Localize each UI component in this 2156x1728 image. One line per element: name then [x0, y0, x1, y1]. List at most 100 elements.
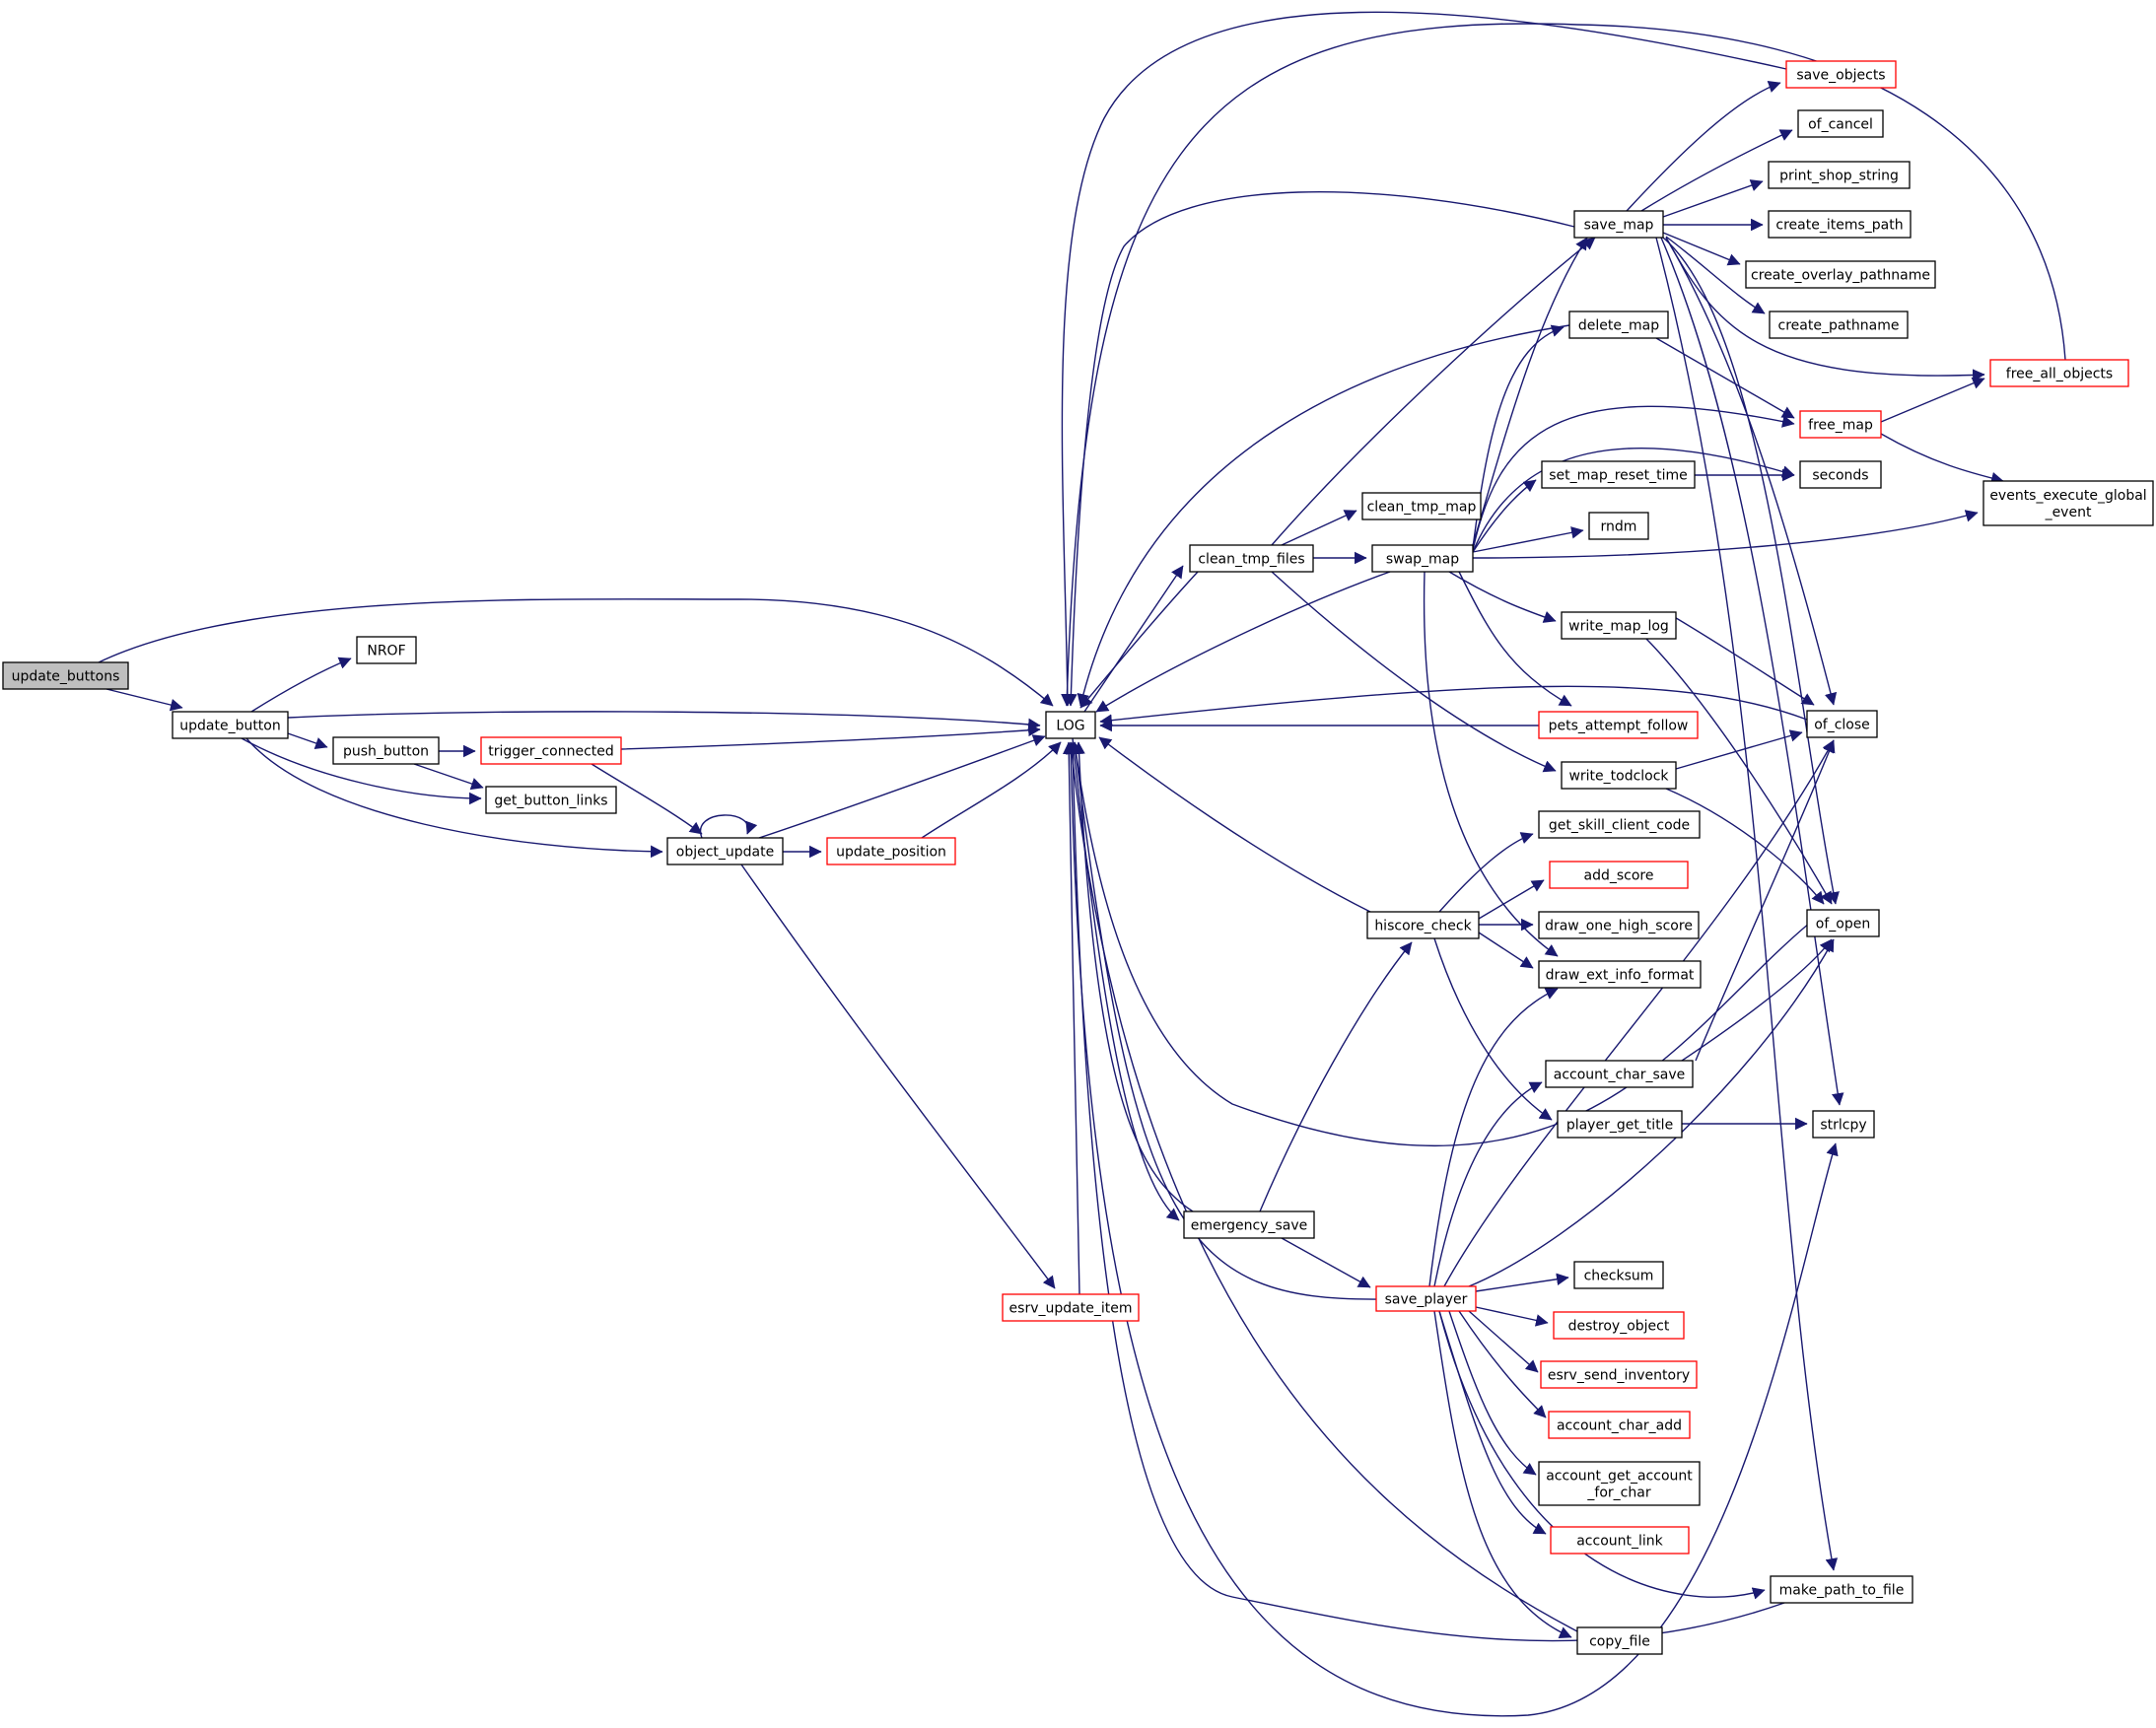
node-destroy-object[interactable]: destroy_object: [1553, 1311, 1685, 1340]
node-box: [1557, 1110, 1683, 1139]
node-label: update_buttons: [12, 669, 120, 685]
node-set-map-reset-time[interactable]: set_map_reset_time: [1541, 460, 1696, 489]
node-box: [1550, 1526, 1690, 1555]
node-save-player[interactable]: save_player: [1375, 1285, 1477, 1312]
edge-write_todclock-to-of_close: [1675, 729, 1803, 770]
node-of-close[interactable]: of_close: [1806, 710, 1878, 738]
node-hiscore-check[interactable]: hiscore_check: [1366, 911, 1480, 939]
node-create-overlay-pathname[interactable]: create_overlay_pathname: [1745, 260, 1936, 289]
edge-save_player-to-draw_ext_info_format: [1428, 988, 1559, 1287]
node-swap-map[interactable]: swap_map: [1371, 544, 1474, 573]
node-label: clean_tmp_files: [1198, 552, 1304, 568]
node-box: [1548, 1411, 1691, 1439]
node-label: account_get_account: [1546, 1469, 1693, 1485]
node-of-cancel[interactable]: of_cancel: [1797, 109, 1884, 138]
node-label: events_execute_global: [1989, 488, 2146, 504]
node-label: push_button: [343, 744, 429, 760]
node-box: [1568, 311, 1669, 339]
edge-swap_map-to-save_map: [1472, 237, 1588, 546]
node-draw-one-high-score[interactable]: draw_one_high_score: [1538, 911, 1700, 939]
edge-hiscore_check-to-get_skill_client_code: [1438, 832, 1534, 913]
node-create-items-path[interactable]: create_items_path: [1768, 210, 1912, 239]
node-strlcpy[interactable]: strlcpy: [1812, 1110, 1875, 1139]
edge-swap_map-to-free_map: [1472, 405, 1795, 551]
node-checksum[interactable]: checksum: [1573, 1261, 1664, 1289]
node-LOG[interactable]: LOG: [1045, 711, 1096, 739]
node-add-score[interactable]: add_score: [1549, 861, 1689, 889]
node-rndm[interactable]: rndm: [1588, 512, 1649, 540]
edge-account_char_save-to-of_open: [1675, 938, 1833, 1066]
node-write-todclock[interactable]: write_todclock: [1561, 761, 1677, 790]
edge-free_all_objects-to-LOG: [1061, 23, 2066, 707]
node-account-char-add[interactable]: account_char_add: [1548, 1411, 1691, 1439]
edge-clean_tmp_files-to-write_todclock: [1271, 571, 1557, 773]
edge-swap_map-to-seconds: [1472, 447, 1795, 553]
node-trigger-connected[interactable]: trigger_connected: [480, 736, 622, 765]
node-box: [1553, 1311, 1685, 1340]
node-label: seconds: [1812, 468, 1868, 484]
node-clean-tmp-map[interactable]: clean_tmp_map: [1361, 492, 1482, 520]
node-copy-file[interactable]: copy_file: [1576, 1626, 1663, 1655]
node-box: [666, 837, 784, 865]
node-events-execute-global-event[interactable]: events_execute_global_event: [1982, 480, 2154, 526]
edge-hiscore_check-to-add_score: [1478, 879, 1545, 920]
node-box: [1576, 1626, 1663, 1655]
node-delete-map[interactable]: delete_map: [1568, 311, 1669, 339]
node-write-map-log[interactable]: write_map_log: [1561, 611, 1677, 640]
node-box: [1538, 1461, 1701, 1506]
node-label: player_get_title: [1566, 1118, 1673, 1134]
node-object-update[interactable]: object_update: [666, 837, 784, 865]
node-box: [1002, 1293, 1140, 1322]
node-label: strlcpy: [1820, 1118, 1866, 1134]
node-print-shop-string[interactable]: print_shop_string: [1768, 161, 1911, 189]
node-get-skill-client-code[interactable]: get_skill_client_code: [1538, 810, 1701, 839]
edge-make_path_to_file-to-LOG: [1066, 741, 1785, 1642]
node-account-get-account-for-char[interactable]: account_get_account_for_char: [1538, 1461, 1701, 1506]
edge-save_player-to-account_char_save: [1433, 1081, 1543, 1287]
node-clean-tmp-files[interactable]: clean_tmp_files: [1189, 544, 1314, 573]
edge-swap_map-to-rndm: [1472, 526, 1584, 553]
edge-update_button-to-push_button: [287, 732, 328, 749]
edge-emergency_save-to-hiscore_check: [1259, 941, 1413, 1212]
edge-swap_map-to-write_map_log: [1448, 571, 1557, 623]
edge-hiscore_check-to-draw_ext_info_format: [1478, 932, 1534, 969]
node-label: create_overlay_pathname: [1751, 268, 1930, 284]
edge-save_player-to-copy_file: [1433, 1310, 1572, 1638]
edge-free_map-to-free_all_objects: [1880, 377, 1985, 423]
node-of-open[interactable]: of_open: [1806, 909, 1880, 937]
node-create-pathname[interactable]: create_pathname: [1769, 311, 1909, 339]
node-box: [1371, 544, 1474, 573]
node-label: save_player: [1385, 1292, 1468, 1308]
node-draw-ext-info-format[interactable]: draw_ext_info_format: [1538, 960, 1702, 989]
node-update-button[interactable]: update_button: [172, 711, 289, 739]
node-box: [1768, 161, 1911, 189]
node-free-map[interactable]: free_map: [1799, 410, 1882, 439]
node-label: get_button_links: [494, 794, 607, 809]
edge-save_map-to-create_pathname: [1665, 236, 1766, 314]
node-player-get-title[interactable]: player_get_title: [1557, 1110, 1683, 1139]
node-account-link[interactable]: account_link: [1550, 1526, 1690, 1555]
node-esrv-update-item[interactable]: esrv_update_item: [1002, 1293, 1140, 1322]
edge-save_player-to-LOG: [1070, 741, 1381, 1300]
node-emergency-save[interactable]: emergency_save: [1183, 1210, 1315, 1239]
node-update-buttons[interactable]: update_buttons: [2, 661, 129, 690]
node-get-button-links[interactable]: get_button_links: [485, 786, 617, 814]
node-label: save_map: [1584, 218, 1654, 234]
node-box: [1545, 1060, 1694, 1088]
node-NROF[interactable]: NROF: [356, 636, 417, 664]
node-esrv-send-inventory[interactable]: esrv_send_inventory: [1540, 1360, 1698, 1389]
node-save-map[interactable]: save_map: [1573, 210, 1664, 239]
node-save-objects[interactable]: save_objects: [1785, 60, 1897, 89]
node-push-button[interactable]: push_button: [332, 736, 440, 765]
node-account-char-save[interactable]: account_char_save: [1545, 1060, 1694, 1088]
node-label: account_char_add: [1557, 1418, 1682, 1434]
node-label: write_map_log: [1568, 619, 1669, 635]
node-seconds[interactable]: seconds: [1799, 460, 1882, 489]
node-make-path-to-file[interactable]: make_path_to_file: [1770, 1575, 1913, 1604]
node-update-position[interactable]: update_position: [826, 837, 956, 865]
node-free-all-objects[interactable]: free_all_objects: [1989, 359, 2129, 387]
node-label: swap_map: [1386, 552, 1459, 568]
edge-swap_map-to-pets_attempt_follow: [1458, 571, 1572, 707]
node-box: [1549, 861, 1689, 889]
node-pets-attempt-follow[interactable]: pets_attempt_follow: [1538, 711, 1699, 739]
